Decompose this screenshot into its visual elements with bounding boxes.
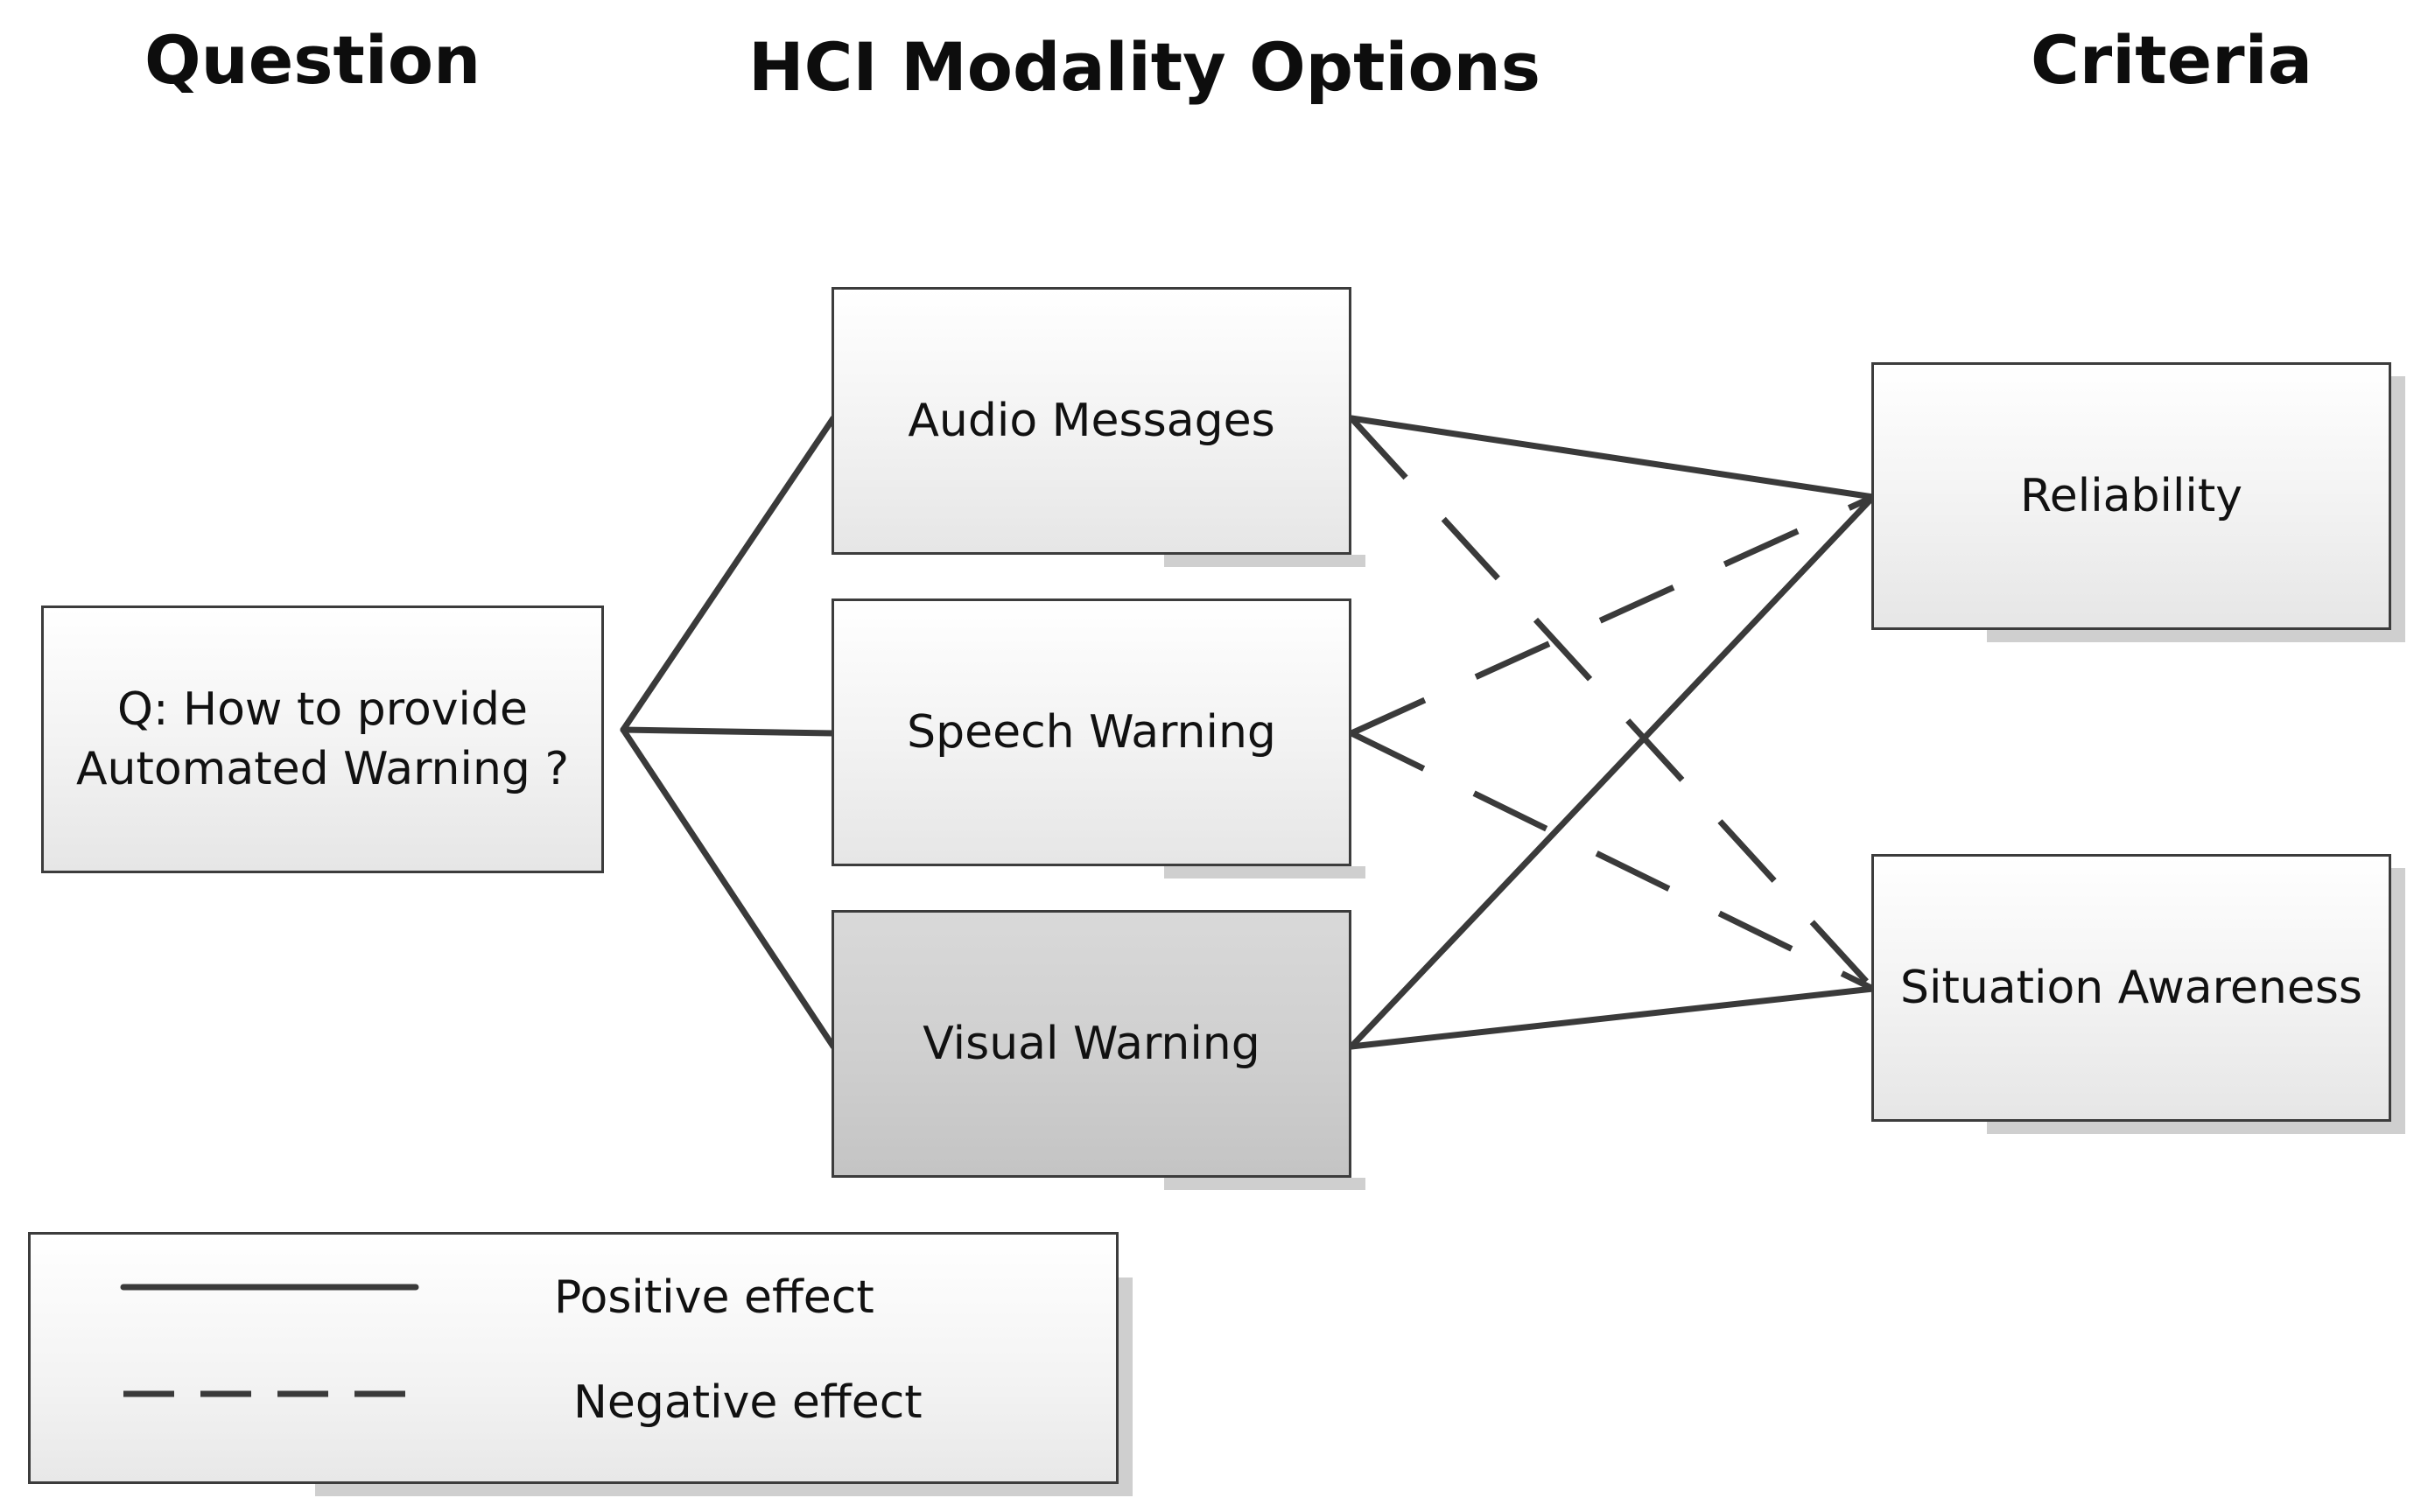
edge-speech-reliability-negative <box>1350 494 1875 737</box>
node-shadow <box>2391 868 2405 1134</box>
legend-positive-label: Positive effect <box>554 1271 874 1324</box>
legend-shadow <box>315 1484 1133 1496</box>
edge-audio-reliability-positive <box>1348 415 1877 500</box>
edge-question-visual <box>620 726 837 1050</box>
edge-visual-situation-positive <box>1348 985 1877 1050</box>
node-shadow <box>2391 376 2405 642</box>
question-line-2: Automated Warning ? <box>75 743 570 795</box>
option-node-visual-warning: Visual Warning <box>832 910 1351 1178</box>
node-shadow <box>1987 1122 2405 1134</box>
criteria-label: Situation Awareness <box>1899 962 2363 1014</box>
column-header-question: Question <box>144 21 481 99</box>
legend-swatches <box>120 1284 419 1397</box>
legend-shadow <box>1119 1278 1133 1496</box>
question-node: Q: How to provide Automated Warning ? <box>41 606 604 873</box>
legend-negative-label: Negative effect <box>573 1376 923 1429</box>
option-node-audio-messages: Audio Messages <box>832 287 1351 555</box>
node-shadow <box>1164 866 1365 878</box>
option-node-speech-warning: Speech Warning <box>832 598 1351 866</box>
criteria-node-reliability: Reliability <box>1871 362 2391 630</box>
edge-question-audio <box>620 415 837 733</box>
column-header-criteria: Criteria <box>2031 21 2312 99</box>
edge-audio-situation-negative <box>1349 416 1876 991</box>
node-shadow <box>1987 630 2405 642</box>
edge-question-speech <box>620 726 837 737</box>
node-shadow <box>1164 1178 1365 1190</box>
node-shadow <box>1164 555 1365 567</box>
option-label: Visual Warning <box>923 1018 1260 1070</box>
legend: Positive effect Negative effect <box>28 1232 1119 1484</box>
edge-speech-situation-negative <box>1350 730 1875 992</box>
criteria-label: Reliability <box>2019 470 2243 522</box>
criteria-node-situation-awareness: Situation Awareness <box>1871 854 2391 1122</box>
column-header-options: HCI Modality Options <box>748 28 1541 106</box>
option-label: Audio Messages <box>908 395 1275 447</box>
edge-visual-reliability-positive <box>1348 494 1877 1050</box>
option-label: Speech Warning <box>907 706 1276 759</box>
question-line-1: Q: How to provide <box>117 683 528 736</box>
